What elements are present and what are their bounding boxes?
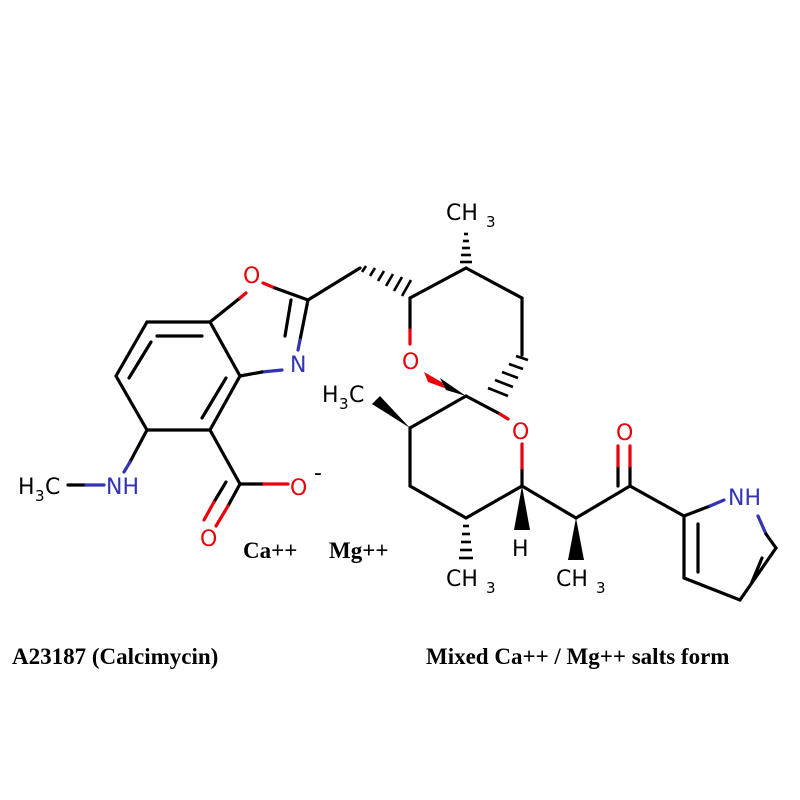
atom-label-oxazole-o: O xyxy=(243,264,260,289)
atom-label-methylamino-h: H xyxy=(18,475,35,500)
methyl-label-bottom-right: CH xyxy=(556,567,588,592)
counterion-magnesium: Mg++ xyxy=(329,538,389,563)
atom-label-oxazole-n: N xyxy=(290,353,306,378)
methyl-label-left-c: C xyxy=(349,383,364,408)
atom-label-methylamino-sub: 3 xyxy=(35,487,45,505)
methyl-label-left-h: H xyxy=(322,383,339,408)
charge-label: - xyxy=(314,461,322,486)
atom-label-methylamino-c: C xyxy=(45,475,60,500)
methyl-label-bottom-left: CH xyxy=(446,567,478,592)
benzene-ring xyxy=(114,320,242,432)
methyl-label-top-sub: 3 xyxy=(486,213,496,231)
methylamino-group xyxy=(66,428,149,487)
atom-label-carboxylate-o: O xyxy=(290,476,307,501)
methyl-label-bottom-left-sub: 3 xyxy=(486,579,496,597)
atom-label-carbonyl-o: O xyxy=(200,527,217,552)
upper-pyran-ring xyxy=(408,232,529,398)
methyl-label-top: CH xyxy=(446,201,478,226)
carboxylate-group xyxy=(202,428,290,528)
counterion-calcium: Ca++ xyxy=(243,538,298,563)
atom-label-ketone-o: O xyxy=(616,421,633,446)
methyl-label-bottom-right-sub: 3 xyxy=(596,579,606,597)
oxazole-ring xyxy=(208,281,310,378)
methylene-linker xyxy=(306,265,413,302)
methyl-label-left-sub: 3 xyxy=(339,395,349,413)
compound-name: A23187 (Calcimycin) xyxy=(12,644,219,669)
atom-label-pyran-o-upper: O xyxy=(402,350,419,375)
side-chain xyxy=(520,444,686,560)
salt-form-label: Mixed Ca++ / Mg++ salts form xyxy=(426,644,730,669)
atom-label-stereo-h: H xyxy=(512,537,529,562)
lower-pyran-ring xyxy=(372,394,530,560)
atom-label-methylamino-nh: NH xyxy=(106,475,139,500)
atom-label-pyrrole-nh: NH xyxy=(728,486,761,511)
pyrrole-ring xyxy=(682,498,778,602)
atom-label-pyran-o-lower: O xyxy=(512,420,529,445)
